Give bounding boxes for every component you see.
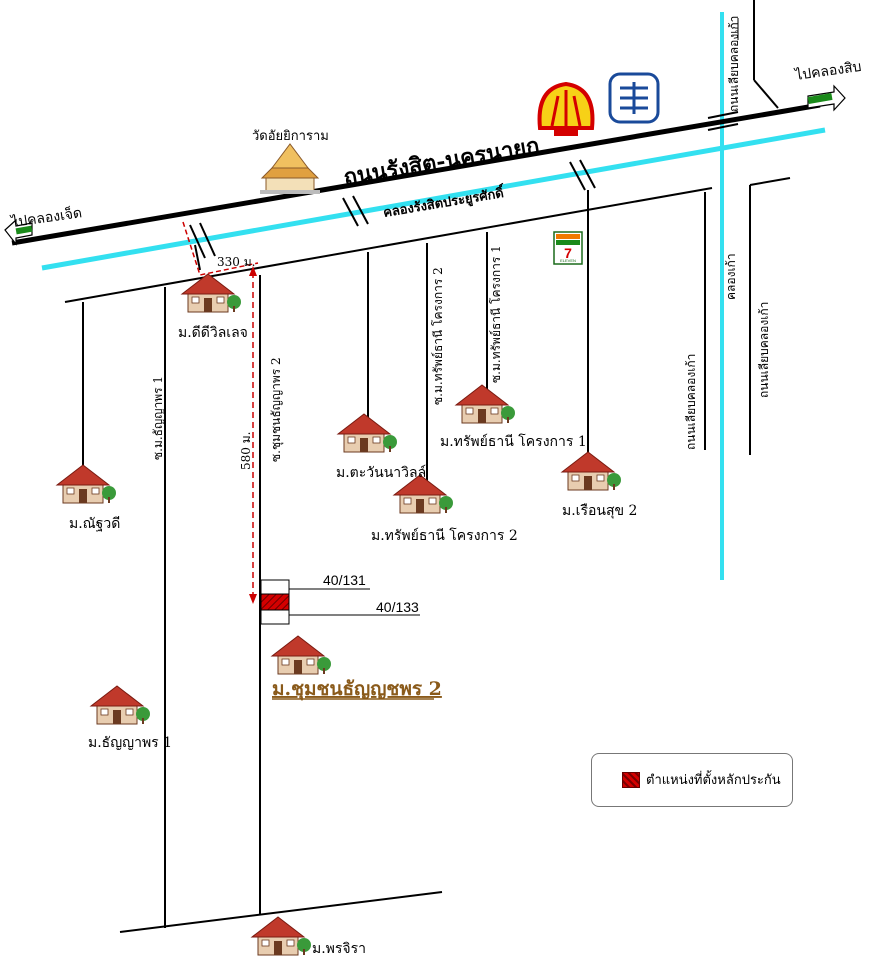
main-road-line [11, 102, 821, 246]
frontage-road [64, 187, 713, 303]
village-ruean-label: ม.เรือนสุข 2 [562, 503, 637, 519]
plot-upper-label: 40/131 [323, 572, 366, 588]
plot-lower-label: 40/133 [376, 599, 419, 615]
soi-thanyaporn-1-label: ซ.ม.ธัญญาพร 1 [151, 376, 165, 460]
seven-eleven-icon: 7 ELEVEN [553, 231, 583, 265]
soi-sap-1-label: ซ.ม.ทรัพย์ธานี โครงการ 1 [489, 245, 503, 383]
shell-logo-icon [537, 81, 595, 136]
svg-text:7: 7 [564, 245, 572, 261]
temple-label: วัดอัยยิการาม [252, 129, 329, 144]
village-tawan-label: ม.ตะวันนาวิลล์ [336, 464, 426, 481]
bridges [189, 111, 739, 259]
village-thanyaporn-1-label: ม.ธัญญาพร 1 [88, 735, 172, 751]
svg-text:ELEVEN: ELEVEN [560, 258, 576, 263]
main-road-label: ถนนรังสิต-นครนายก [342, 133, 542, 191]
canal-line [41, 127, 826, 271]
road-klong-kao-right-label: ถนนเลียบคลองเก้า [757, 302, 771, 398]
arrow-left-icon [4, 218, 33, 246]
temple-icon [260, 143, 320, 194]
village-sap-1-label: ม.ทรัพย์ธานี โครงการ 1 [440, 433, 587, 450]
soi-sap-2-label: ซ.ม.ทรัพย์ธานี โครงการ 2 [431, 267, 445, 405]
klong-kao-top-label: ถนนเลียบคลองเก้า [727, 16, 741, 112]
legend-swatch [622, 772, 640, 788]
distance-330-marker [182, 221, 259, 276]
distance-580-marker [249, 266, 257, 604]
village-pornjira-label: ม.พรจิรา [312, 941, 366, 957]
village-chumchon-label: ม.ชุมชนธัญญชพร 2 [272, 678, 442, 701]
soi-chumchon-2-label: ซ.ชุมชนธัญญาพร 2 [269, 357, 284, 462]
road-klong-kao-left-label: ถนนเลียบคลองเก้า [684, 354, 698, 450]
to-left-label: ไปคลองเจ็ด [9, 203, 83, 231]
distance-580-label: 580 ม. [239, 432, 253, 470]
klong-kao-label: คลองเก้า [724, 253, 738, 300]
collateral-plot[interactable] [260, 579, 420, 625]
fuel-station-logo-icon [608, 72, 660, 124]
arrow-right-icon [807, 84, 846, 112]
village-nawat-label: ม.ณัฐวดี [69, 516, 120, 532]
village-sap-2-label: ม.ทรัพย์ธานี โครงการ 2 [371, 527, 518, 544]
legend: ตำแหน่งที่ตั้งหลักประกัน [591, 753, 793, 807]
village-dd-label: ม.ดีดีวิลเลจ [178, 325, 248, 341]
to-right-label: ไปคลองสิบ [793, 58, 862, 84]
distance-330-label: 330 ม. [217, 255, 255, 269]
legend-label: ตำแหน่งที่ตั้งหลักประกัน [646, 773, 781, 788]
canal-label: คลองรังสิตประยูรศักดิ์ [382, 182, 507, 221]
